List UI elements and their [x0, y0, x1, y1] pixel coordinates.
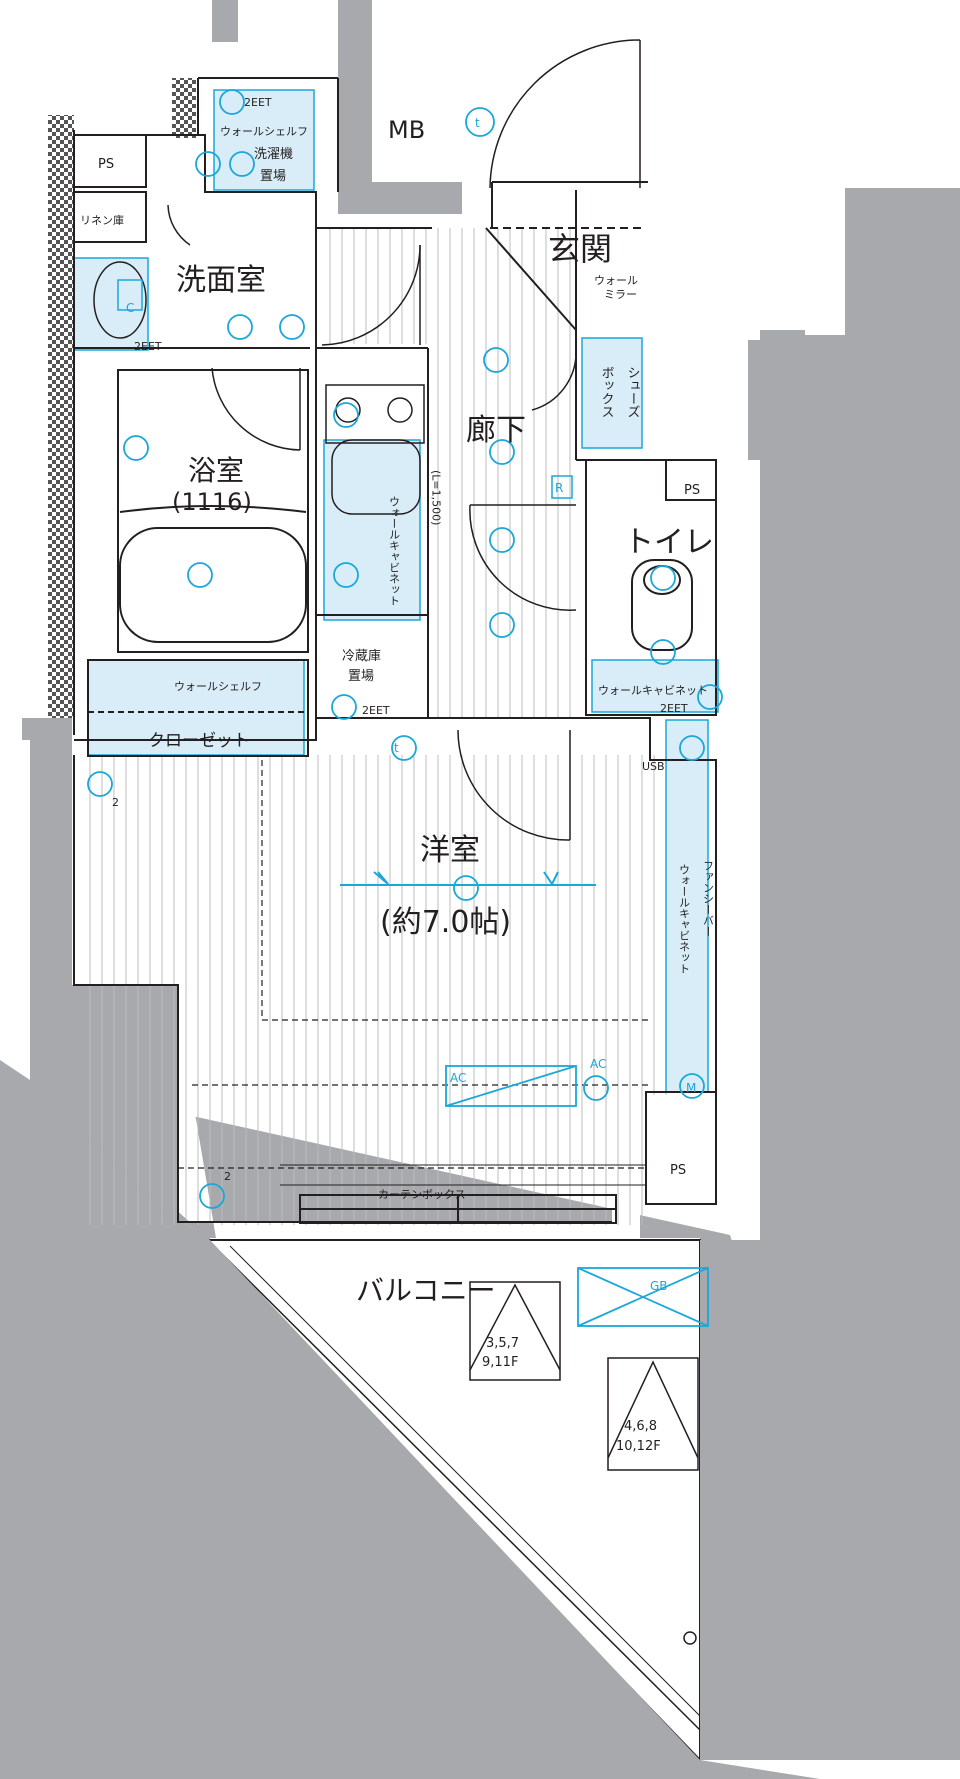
- sub-2-b: 2: [224, 1170, 231, 1183]
- t-mark-2: t: [394, 741, 399, 755]
- eet-label-4: 2EET: [660, 702, 688, 715]
- evacuation-hatches: [469, 1281, 699, 1645]
- wall-mirror-label-2: ミラー: [604, 288, 637, 301]
- genkan-label: 玄関: [548, 230, 612, 268]
- yokushitsu-size-label: (1116): [172, 488, 252, 516]
- bathtub: [119, 505, 307, 643]
- stove: [325, 384, 425, 515]
- toilet-fixture: [631, 559, 693, 651]
- doors: [167, 39, 641, 841]
- floors-b-label-1: 4,6,8: [624, 1419, 657, 1434]
- ac-units: [445, 1065, 709, 1327]
- light-rail: [340, 871, 596, 886]
- ps-top-left-label: PS: [98, 157, 114, 172]
- electrical-icons: [87, 89, 723, 1209]
- flooring: [80, 228, 670, 1225]
- ac-label-2: AC: [590, 1057, 606, 1071]
- mb-label: MB: [388, 116, 425, 144]
- eet-label-3: 2EET: [362, 704, 390, 717]
- senmen-label: 洗面室: [176, 263, 266, 298]
- room-labels: MB 玄関 ウォール ミラー 洗面室 PS リネン庫 ウォールシェルフ 洗濯機 …: [80, 96, 715, 1454]
- fridge-label-1: 冷蔵庫: [342, 649, 381, 664]
- eet-label-1: 2EET: [244, 96, 272, 109]
- wall-shelf-closet-label: ウォールシェルフ: [174, 680, 262, 693]
- ps-toilet-label: PS: [684, 483, 700, 498]
- ps-right-label: PS: [670, 1163, 686, 1178]
- wall-shelf-top-label: ウォールシェルフ: [220, 125, 308, 138]
- wall-cabinet-toilet-label: ウォールキャビネット: [598, 684, 708, 697]
- shoes-label-1: シューズ: [625, 366, 640, 418]
- r-box-icon: [551, 475, 573, 499]
- rouka-label: 廊下: [466, 413, 526, 448]
- wall-mirror-label-1: ウォール: [594, 274, 638, 287]
- c-mark: C: [126, 301, 134, 315]
- r-mark: R: [555, 481, 563, 495]
- t-circle-icon: [465, 107, 495, 137]
- t-mark-1: t: [475, 116, 480, 130]
- yoshitsu-size-label: (約7.0帖): [380, 905, 511, 940]
- yoshitsu-label: 洋室: [420, 833, 480, 868]
- fanshaper-label: ファンシーバー: [702, 860, 715, 937]
- floors-a-label-2: 9,11F: [482, 1355, 518, 1370]
- yokushitsu-label: 浴室: [188, 454, 244, 487]
- eet-label-2: 2EET: [134, 340, 162, 353]
- floors-a-label-1: 3,5,7: [486, 1336, 519, 1351]
- floors-b-label-2: 10,12F: [616, 1439, 661, 1454]
- gb-label: GB: [650, 1279, 668, 1293]
- washer-label-1: 洗濯機: [254, 147, 293, 162]
- usb-label: USB: [642, 760, 665, 773]
- shoes-label-2: ボックス: [599, 366, 614, 418]
- storage-fills: [73, 89, 719, 1093]
- balcony-label: バルコニー: [356, 1274, 495, 1307]
- wall-cabinet-vertical-label: ウォールキャビネット: [388, 496, 401, 606]
- ac-label-1: AC: [450, 1071, 466, 1085]
- l-dim-label: (L=1,500): [430, 470, 443, 525]
- linen-label: リネン庫: [80, 213, 124, 227]
- partitions: [73, 77, 717, 1224]
- curtain-box-label: カーテンボックス: [378, 1188, 466, 1201]
- washbasin: [93, 261, 147, 339]
- washer-label-2: 置場: [260, 169, 286, 184]
- fridge-label-2: 置場: [348, 669, 374, 684]
- closet-label: クローゼット: [148, 731, 250, 751]
- wall-cabinet-right-label: ウォールキャビネット: [678, 864, 691, 974]
- m-mark: M: [686, 1081, 696, 1095]
- toilet-label: トイレ: [624, 525, 714, 560]
- sub-2-a: 2: [112, 796, 119, 809]
